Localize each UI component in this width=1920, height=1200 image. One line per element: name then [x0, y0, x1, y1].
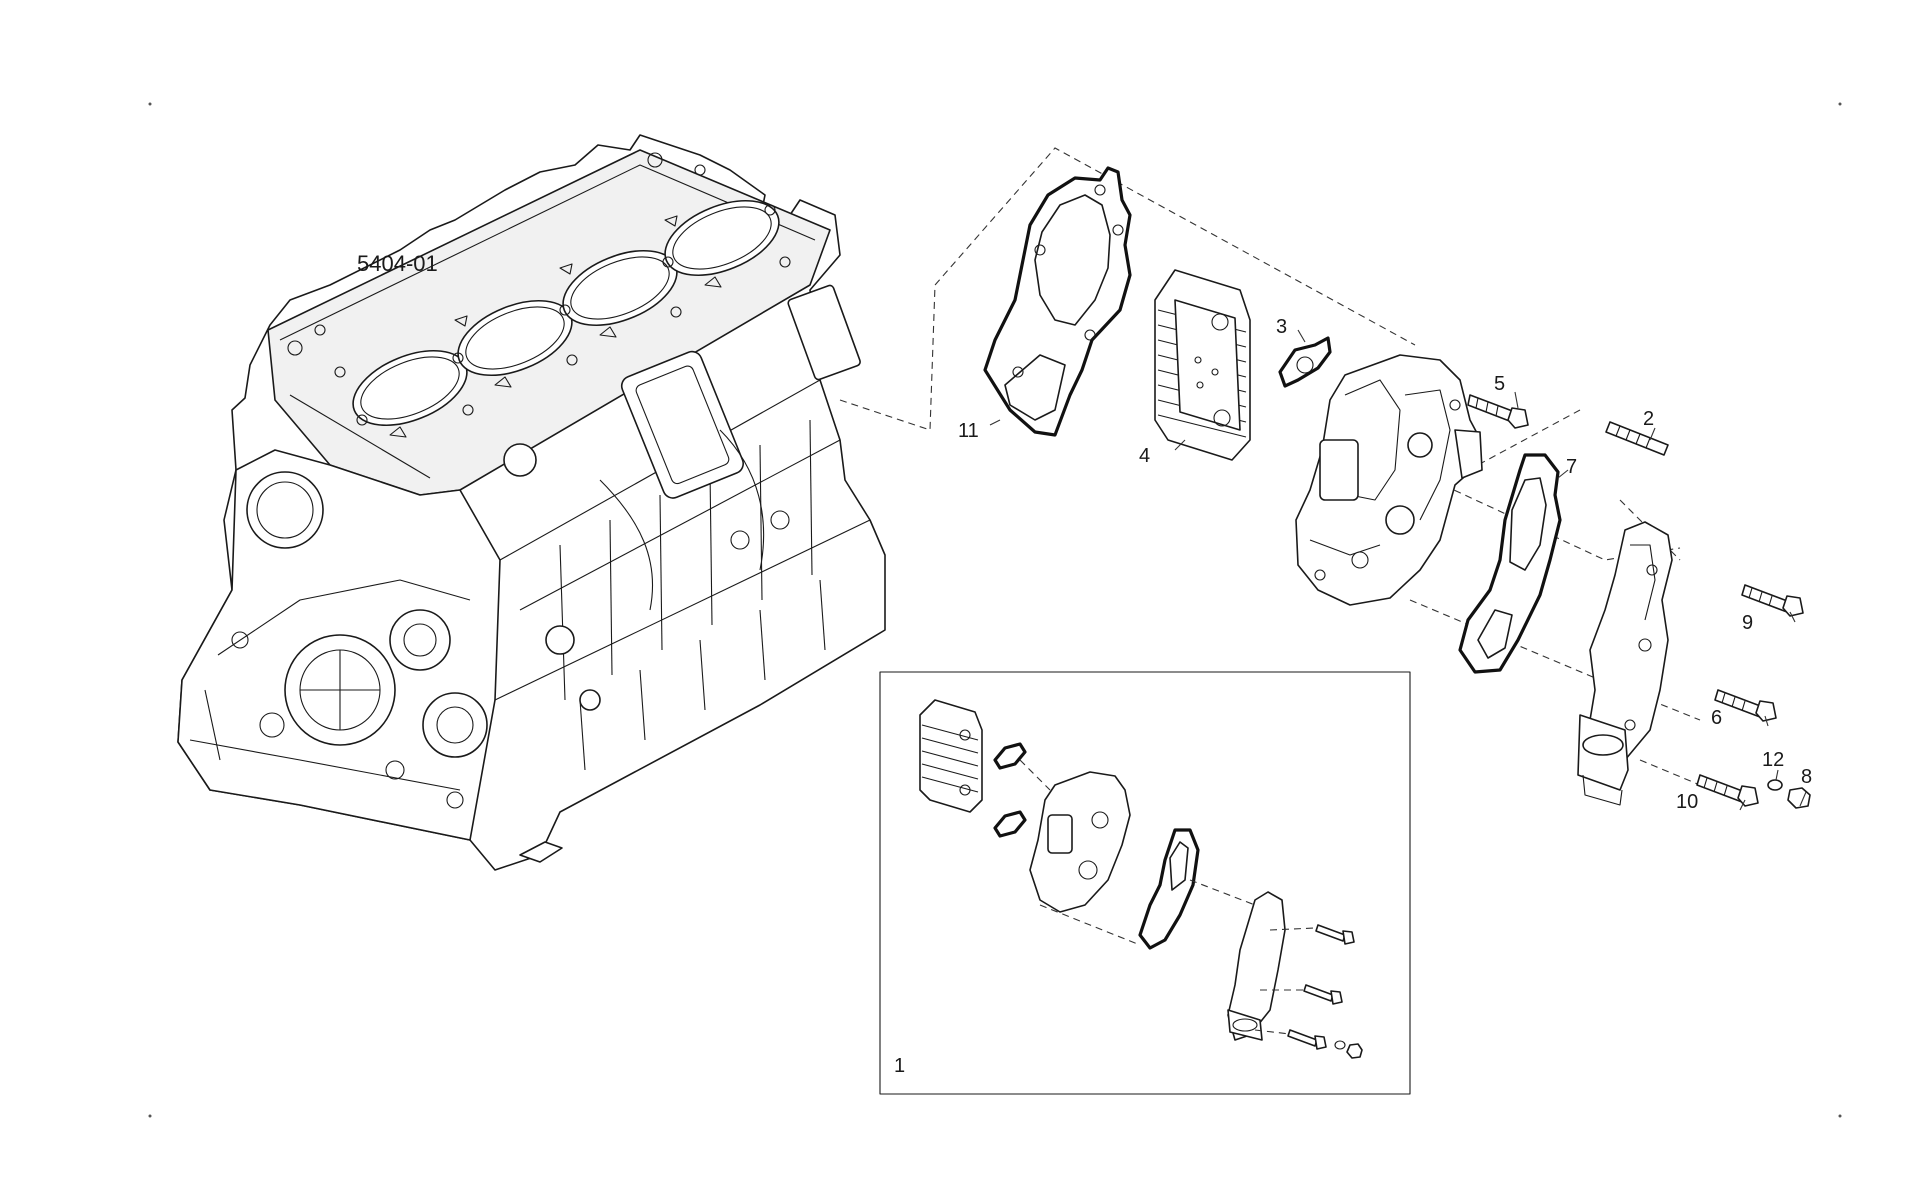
oil-cooler-part-4	[1154, 269, 1251, 461]
callout-label-1: 1	[894, 1055, 905, 1077]
callout-label-10: 10	[1676, 791, 1698, 813]
bolt-part-6	[1714, 689, 1777, 722]
gasket-part-11	[983, 166, 1132, 437]
nut-part-8	[1787, 787, 1811, 809]
bolt-part-5	[1467, 394, 1529, 429]
bolt-part-10	[1696, 774, 1759, 807]
callout-label-8: 8	[1801, 766, 1812, 788]
callout-label-3: 3	[1276, 316, 1287, 338]
assembly-code-label: 5404-01	[357, 251, 438, 276]
filter-housing	[1295, 354, 1483, 606]
seal-part-3	[1278, 336, 1332, 388]
callout-label-12: 12	[1762, 749, 1784, 771]
callout-label-9: 9	[1742, 612, 1753, 634]
engine-block	[177, 134, 886, 871]
registration-marks	[148, 102, 1842, 1118]
callout-leaders	[989, 329, 1807, 811]
gasket-part-7	[1458, 453, 1562, 674]
washer-part-12	[1767, 779, 1783, 791]
kit-inset	[879, 671, 1411, 1095]
bolt-part-9	[1741, 584, 1804, 617]
callout-label-4: 4	[1139, 445, 1150, 467]
callout-label-2: 2	[1643, 408, 1654, 430]
callout-label-7: 7	[1566, 456, 1577, 478]
stud-part-2	[1605, 421, 1669, 456]
outlet-flange	[1577, 521, 1673, 806]
callout-label-11: 11	[958, 420, 979, 442]
callout-label-6: 6	[1711, 707, 1722, 729]
callout-label-5: 5	[1494, 373, 1505, 395]
